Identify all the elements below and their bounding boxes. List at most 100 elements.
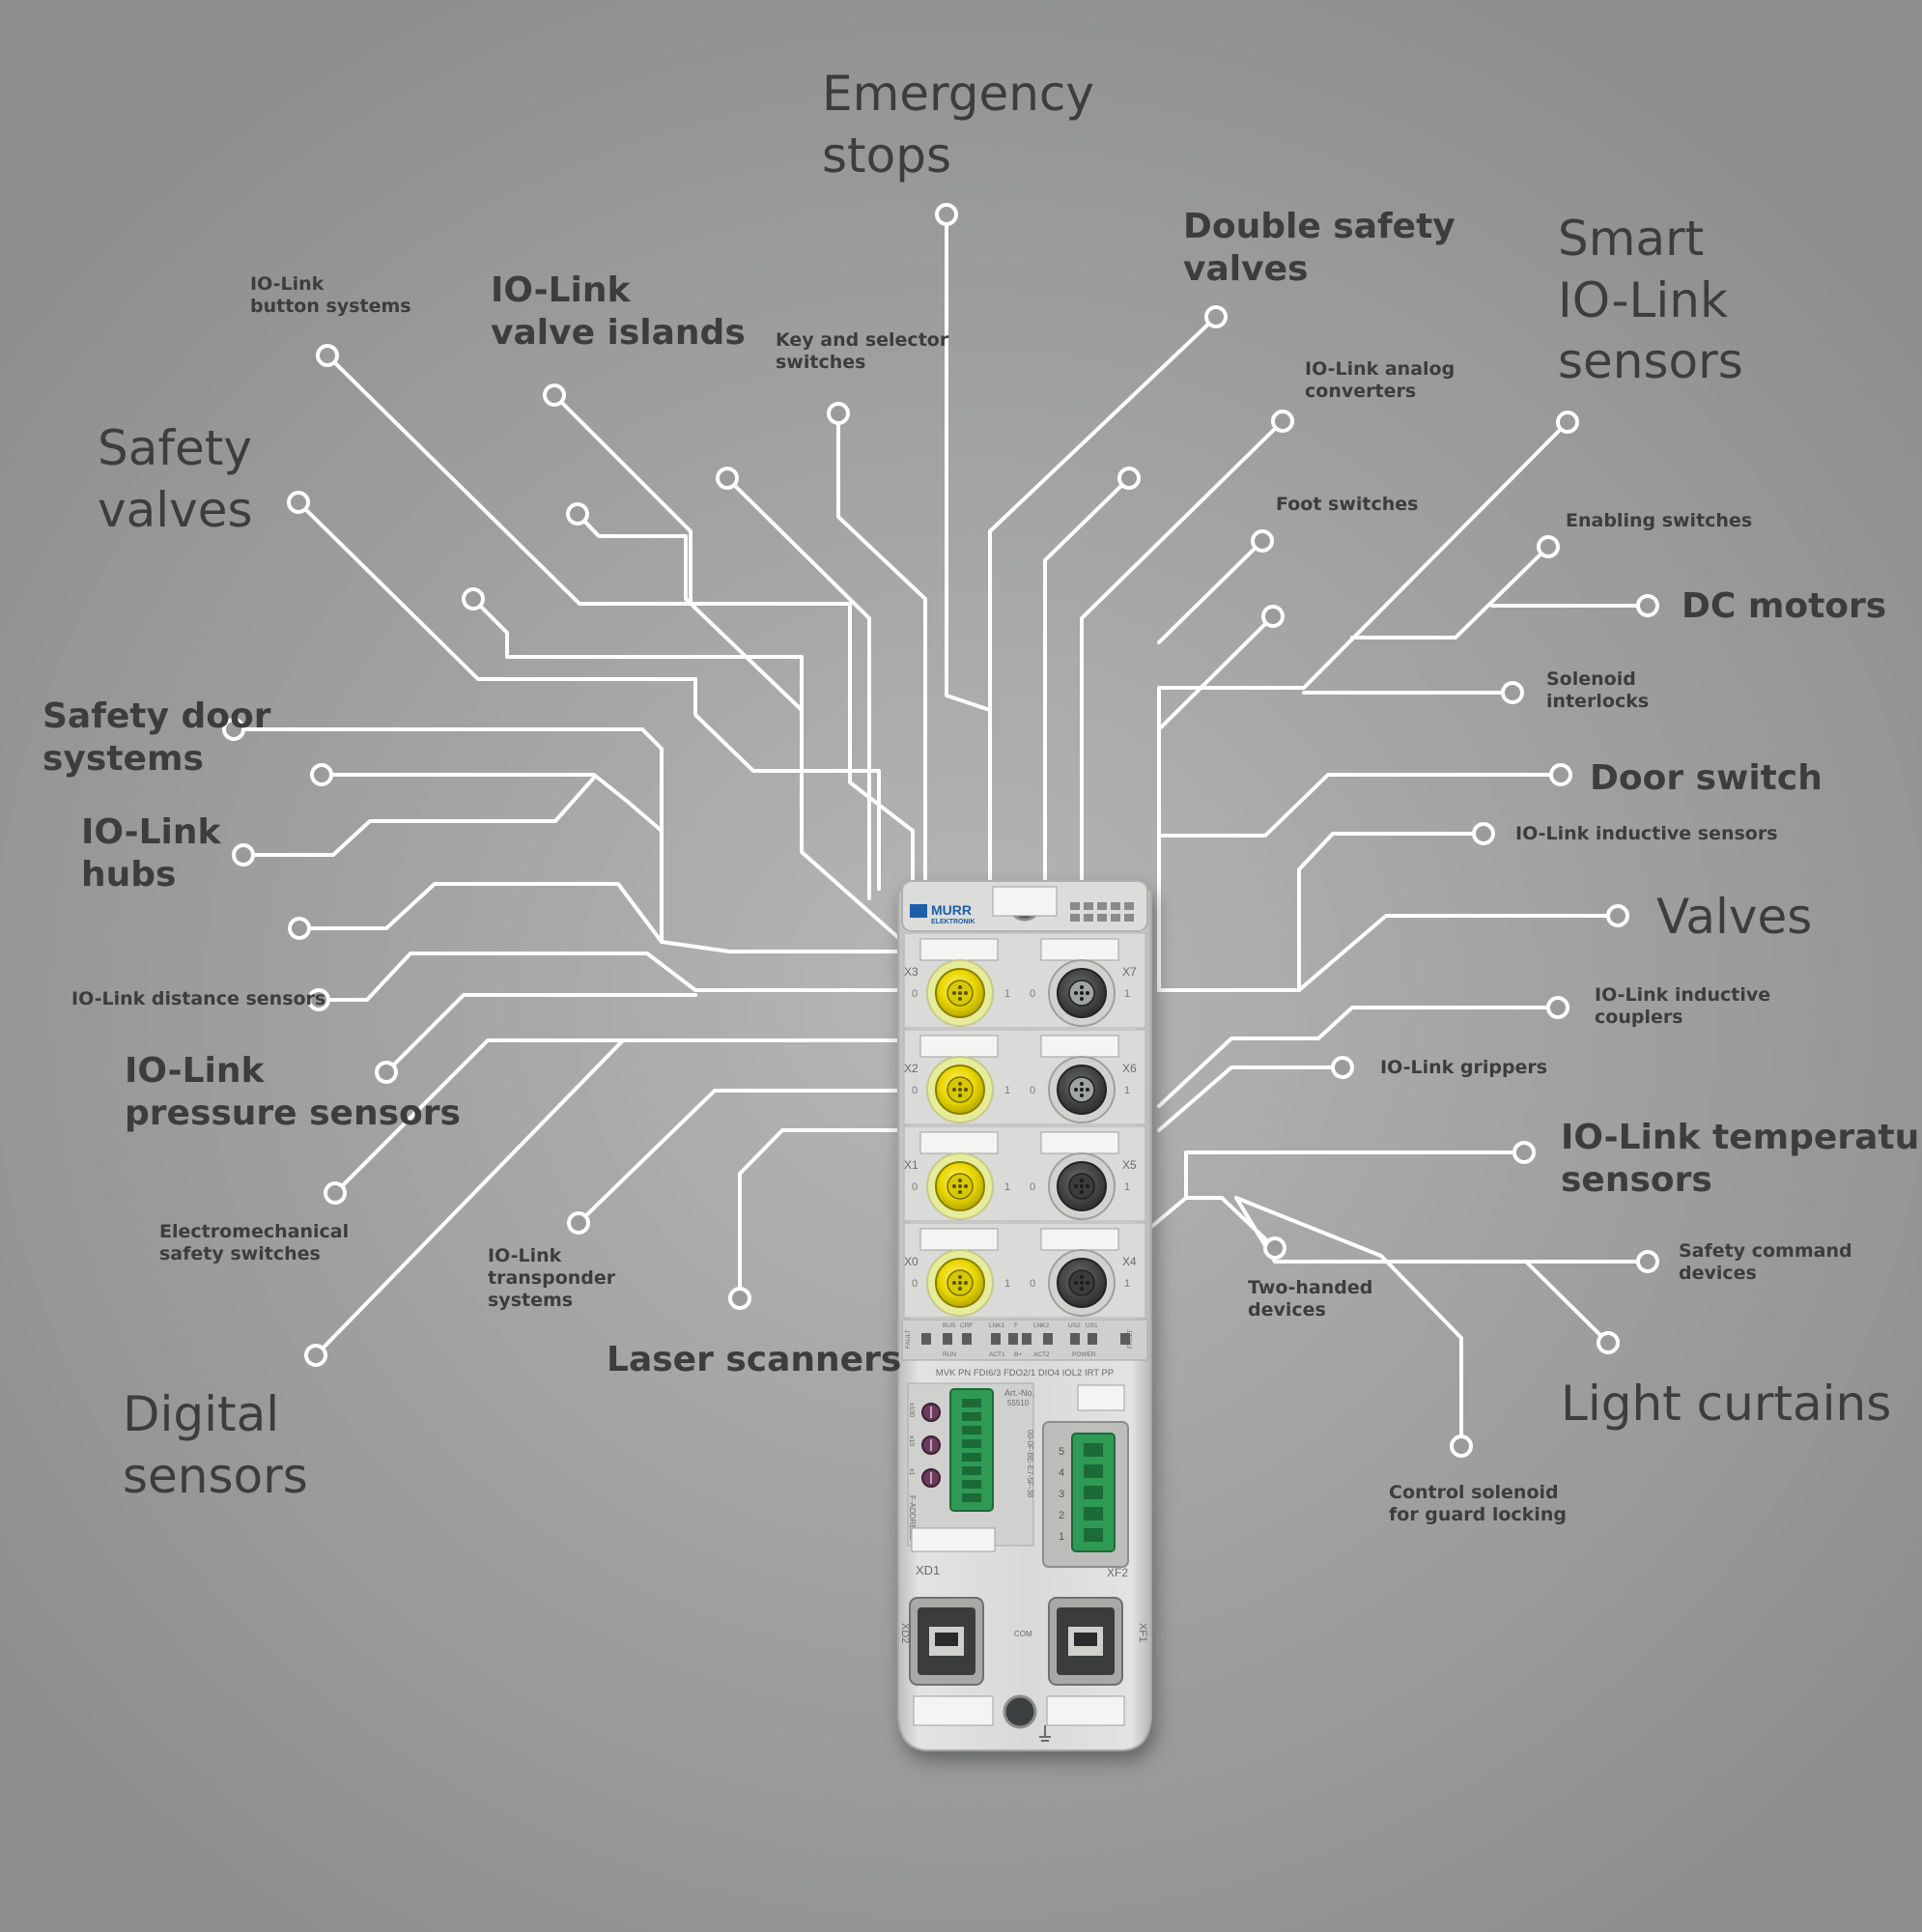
node-25 <box>1546 996 1569 1019</box>
port-pin <box>964 1281 968 1285</box>
label-line: interlocks <box>1546 691 1650 713</box>
status-led <box>1088 1333 1097 1345</box>
brand-logo-text: MURR <box>931 902 972 918</box>
line-foot-switches <box>1157 539 1264 644</box>
label-line: pressure sensors <box>125 1093 461 1133</box>
power-number: 1 <box>1059 1531 1064 1543</box>
label-line: Laser scanners <box>607 1340 902 1379</box>
status-led <box>1008 1333 1018 1345</box>
status-label: BUS <box>943 1322 956 1329</box>
port-label-plate <box>1040 1035 1119 1058</box>
status-label: RUN <box>943 1351 956 1358</box>
terminal-pin <box>962 1480 981 1489</box>
node-3 <box>316 344 339 367</box>
label-line: hubs <box>81 854 177 895</box>
node-26 <box>375 1061 398 1084</box>
label-valves: Valves <box>1656 887 1812 949</box>
label-line: for guard locking <box>1389 1504 1567 1526</box>
node-4 <box>543 384 566 407</box>
line-safety-door-systems <box>232 727 905 953</box>
terminal-pin <box>962 1426 981 1435</box>
label-line: IO-Link <box>250 273 325 295</box>
terminal-pin <box>1084 1464 1103 1478</box>
status-label: ACT1 <box>989 1351 1005 1358</box>
label-laser-scanners: Laser scanners <box>607 1339 901 1381</box>
port-pin <box>1080 1281 1084 1285</box>
status-label: B+ <box>1014 1351 1022 1358</box>
line-extra-left-upper-b <box>471 597 804 813</box>
power-number: 2 <box>1059 1510 1064 1521</box>
line-io-link-inductive-couplers <box>1157 1006 1560 1108</box>
pin-label: 0 <box>912 1278 918 1290</box>
terminal-pin <box>1084 1443 1103 1457</box>
label-line: Emergency <box>822 66 1095 122</box>
art-no-plate <box>1077 1384 1125 1411</box>
ground-symbol <box>1039 1725 1051 1742</box>
label-line: stops <box>822 127 952 184</box>
status-led <box>991 1333 1001 1345</box>
label-line: IO-Link <box>491 270 631 310</box>
node-33 <box>1597 1331 1620 1354</box>
pin-label: 0 <box>1030 1085 1035 1096</box>
terminal-pin <box>962 1412 981 1421</box>
label-line: Control solenoid <box>1389 1482 1559 1503</box>
node-9 <box>566 502 589 526</box>
top-right-marks <box>1070 902 1134 922</box>
node-23 <box>1606 904 1629 927</box>
label-line: Safety door <box>42 696 271 736</box>
label-line: IO-Link grippers <box>1380 1057 1548 1078</box>
port-label-plate <box>1040 1228 1119 1251</box>
line-extra-left-b <box>320 773 664 833</box>
power-number: 5 <box>1059 1446 1064 1458</box>
label-io-link-grippers: IO-Link grippers <box>1380 1057 1547 1079</box>
port-label-plate <box>919 1228 999 1251</box>
port-pin <box>1080 1179 1084 1182</box>
pin-label: 1 <box>1004 1085 1010 1096</box>
node-1 <box>1204 305 1228 328</box>
line-io-link-analog-converters <box>1080 419 1285 992</box>
line-door-switch <box>1157 773 1563 838</box>
line-emergency-stops <box>945 213 992 891</box>
power-number: 4 <box>1059 1467 1064 1479</box>
status-led <box>943 1333 952 1345</box>
line-extra-left-upper-c <box>725 476 871 900</box>
port-pin <box>958 985 962 989</box>
label-line: couplers <box>1595 1007 1683 1029</box>
label-line: IO-Link inductive <box>1595 984 1771 1006</box>
line-smart-io-link-sensors <box>1157 420 1569 992</box>
terminal-pin <box>962 1399 981 1407</box>
port-pin <box>964 991 968 995</box>
line-io-link-transponder-systems <box>577 1089 905 1225</box>
pin-label: 0 <box>912 1085 918 1096</box>
label-line: converters <box>1305 381 1417 403</box>
line-double-safety-valves <box>988 315 1218 891</box>
port-pin <box>1080 1094 1084 1097</box>
xf2-terminal-pins <box>1084 1443 1103 1542</box>
node-34 <box>1450 1435 1473 1458</box>
pin-label: 1 <box>1124 1181 1130 1193</box>
label-line: Safety <box>98 420 252 476</box>
label-line: Digital <box>123 1386 280 1442</box>
line-extra-left-upper-a <box>576 512 905 944</box>
port-label-right: X4 <box>1122 1255 1137 1268</box>
port-label-left: X1 <box>904 1158 919 1172</box>
port-pin <box>958 1094 962 1097</box>
label-line: Key and selector <box>776 329 949 351</box>
port-label-plate <box>919 1035 999 1058</box>
label-line: valves <box>1183 248 1309 289</box>
port-pin <box>1086 1088 1089 1092</box>
xf2-label: XF2 <box>1107 1566 1128 1579</box>
label-line: transponder <box>488 1267 616 1290</box>
